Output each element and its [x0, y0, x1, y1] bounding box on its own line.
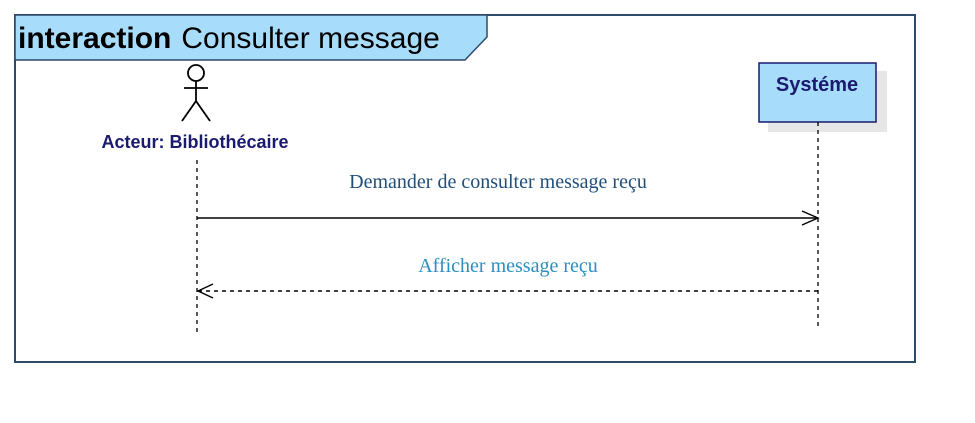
frame-keyword: interaction	[18, 22, 171, 55]
message-2-label: Afficher message reçu	[418, 255, 598, 277]
message-2-arrowhead	[196, 283, 214, 299]
frame-name: Consulter message	[181, 22, 439, 55]
actor-label: Acteur: Bibliothécaire	[101, 132, 288, 152]
frame-title-tab	[14, 14, 488, 61]
actor-icon	[181, 64, 211, 122]
frame-title: interaction Consulter message	[18, 22, 440, 55]
message-1-label: Demander de consulter message reçu	[349, 171, 647, 193]
message-1-arrowhead	[801, 210, 820, 226]
system-label: Systéme	[776, 74, 858, 96]
